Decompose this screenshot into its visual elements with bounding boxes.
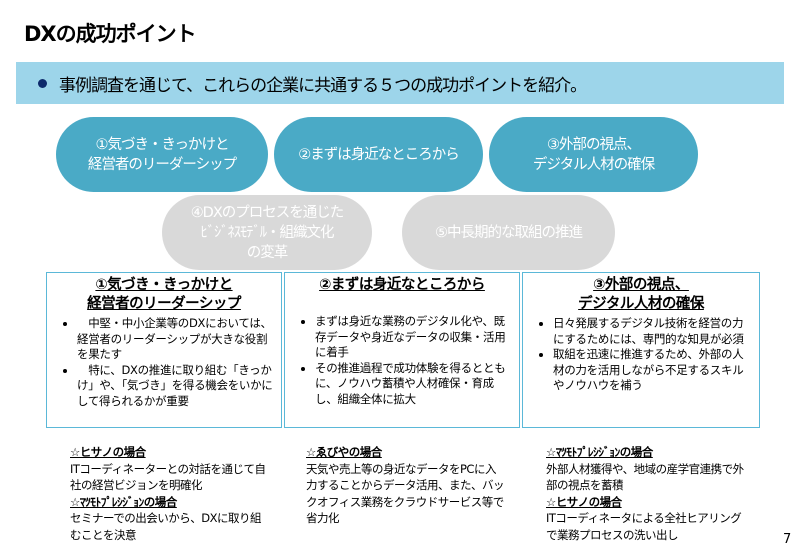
case-text: ITコーディネーターとの対話を通じて自社の経営ビジョンを明確化 [70, 461, 266, 493]
case-text: 天気や売上等の身近なデータをPCに入力することからデータ活用、また、バックオフィ… [306, 461, 505, 526]
detail-bullet: 日々発展するデジタル技術を経営の力にするためには、専門的な知見が必須 [553, 316, 753, 347]
case-text: ITコーディネータによる全社ヒアリングで業務プロセスの洗い出し [546, 511, 742, 542]
detail-bullet: 中堅・中小企業等のDXにおいては、経営者のリーダーシップが大きな役割を果たす [77, 316, 275, 363]
case-column-3: ☆ﾏﾂﾓﾄﾌﾟﾚｼｼﾞｮﾝの場合 外部人材獲得や、地域の産学官連携で外部の視点を… [546, 444, 746, 543]
case-column-1: ☆ヒサノの場合 ITコーディネーターとの対話を通じて自社の経営ビジョンを明確化 … [70, 444, 270, 543]
case-column-2: ☆ゑびやの場合 天気や売上等の身近なデータをPCに入力することからデータ活用、ま… [306, 444, 506, 527]
detail-box-1: ①気づき・きっかけと 経営者のリーダーシップ 中堅・中小企業等のDXにおいては、… [46, 272, 282, 428]
detail-box-2: ②まずは身近なところから まずは身近な業務のデジタル化や、既存データや身近なデー… [284, 272, 520, 428]
case-text: 外部人材獲得や、地域の産学官連携で外部の視点を蓄積 [546, 461, 744, 493]
detail-heading: ③外部の視点、 デジタル人材の確保 [578, 277, 704, 312]
success-point-2: ②まずは身近なところから [274, 117, 483, 192]
case-text: セミナーでの出会いから、DXに取り組むことを決意 [70, 511, 262, 542]
success-point-5: ⑤中長期的な取組の推進 [402, 195, 615, 270]
summary-text: 事例調査を通じて、これらの企業に共通する５つの成功ポイントを紹介。 [59, 75, 587, 96]
success-point-1: ①気づき・きっかけと 経営者のリーダーシップ [56, 117, 268, 192]
case-heading: ☆ﾏﾂﾓﾄﾌﾟﾚｼｼﾞｮﾝの場合 [70, 494, 177, 509]
detail-heading: ①気づき・きっかけと 経営者のリーダーシップ [87, 277, 241, 312]
case-heading: ☆ﾏﾂﾓﾄﾌﾟﾚｼｼﾞｮﾝの場合 [546, 445, 653, 459]
success-point-3: ③外部の視点、 デジタル人材の確保 [489, 117, 698, 192]
detail-bullet: まずは身近な業務のデジタル化や、既存データや身近なデータの収集・活用に着手 [315, 314, 513, 361]
page-title: DXの成功ポイント [24, 22, 197, 46]
case-heading: ☆ヒサノの場合 [70, 445, 146, 459]
detail-bullet: その推進過程で成功体験を得るとともに、ノウハウ蓄積や人材確保・育成し、組織全体に… [315, 361, 513, 408]
summary-banner: 事例調査を通じて、これらの企業に共通する５つの成功ポイントを紹介。 [16, 62, 784, 104]
bullet-dot-icon [38, 78, 47, 88]
page-number: 7 [783, 532, 792, 547]
detail-heading: ②まずは身近なところから [319, 277, 485, 293]
case-heading: ☆ゑびやの場合 [306, 445, 382, 459]
detail-box-3: ③外部の視点、 デジタル人材の確保 日々発展するデジタル技術を経営の力にするため… [522, 272, 760, 428]
detail-bullet: 取組を迅速に推進するため、外部の人材の力を活用しながら不足するスキルやノウハウを… [553, 347, 753, 394]
success-point-4: ④DXのプロセスを通じた ﾋﾞｼﾞﾈｽﾓﾃﾞﾙ・組織文化 の変革 [162, 195, 372, 270]
detail-bullet: 特に、DXの推進に取り組む「きっかけ」や、「気づき」を得る機会をいかにして得られ… [77, 363, 275, 410]
case-heading: ☆ヒサノの場合 [546, 494, 622, 509]
